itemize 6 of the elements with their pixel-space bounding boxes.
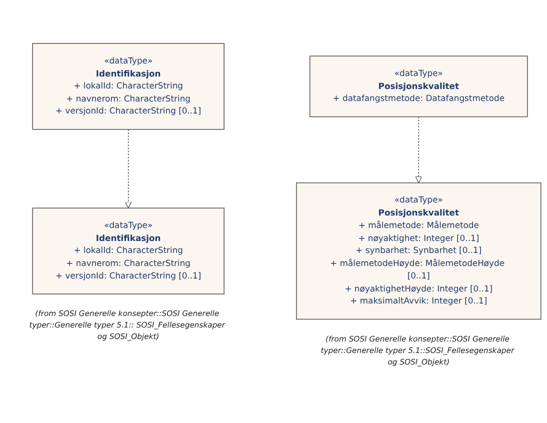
node-box: «dataType» Identifikasjon + lokalId: CharacterString + navnerom: CharacterString + versjonId: CharacterString [0..1] [32,43,224,130]
node-box: «dataType» Identifikasjon + lokalId: CharacterString + navnerom: CharacterString + versjonId: CharacterString [0..1] [32,208,224,294]
arrow [415,116,422,184]
arrow [124,129,132,208]
node-box: «dataType» Posisjonskvalitet + datafangstmetode: Datafangstmetode [310,56,528,118]
node-box: «dataType» Posisjonskvalitet + målemetode: Målemetode + nøyaktighet: Integer [0..1] + synbarhet: Synbarhet [0..1] + målemetodeHøyde: MålemetodeHøyde [0..1] + nøyaktighetHøyde: Integer [0..1] + maksimaltAvvik: Integer [0..1] [296,182,542,320]
